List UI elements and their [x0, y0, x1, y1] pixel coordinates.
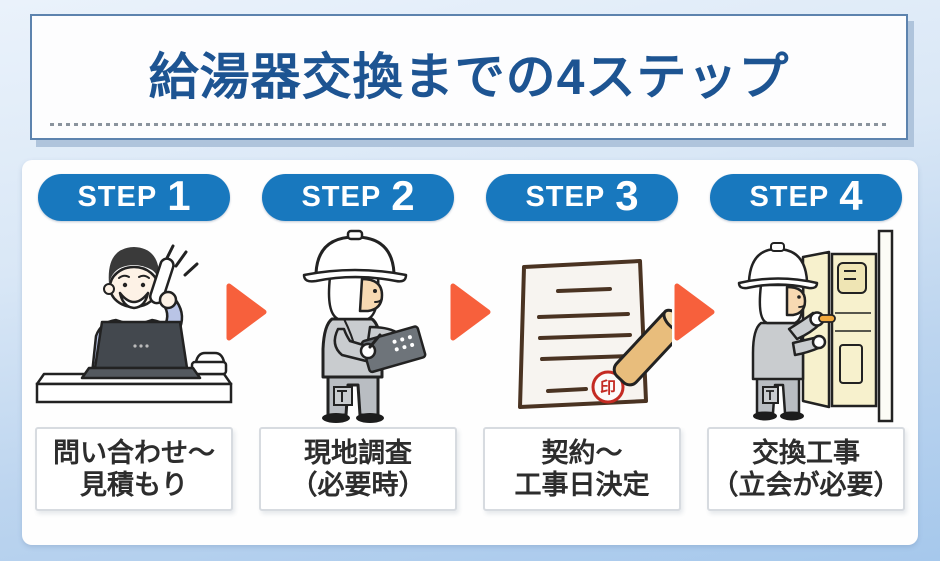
phone-inquiry-illustration [34, 227, 234, 423]
replacement-work-illustration [711, 227, 901, 423]
step-4-badge-number: 4 [839, 171, 863, 219]
step-4-label-line2: （立会が必要） [711, 470, 901, 500]
surveyor-worker-icon [302, 229, 427, 423]
arrow-2 [450, 174, 491, 545]
step-4-label-line1: 交換工事 [752, 437, 860, 468]
arrow-right-icon [674, 283, 715, 340]
step-2-label: 現地調査 （必要時） [259, 427, 457, 511]
dotted-divider [50, 123, 888, 126]
arrow-right-icon [450, 283, 491, 340]
step-1-label: 問い合わせ〜 見積もり [35, 427, 233, 511]
step-3-label: 契約〜 工事日決定 [483, 427, 681, 511]
site-survey-illustration [278, 227, 438, 423]
step-2-column: STEP 2 [259, 174, 457, 545]
step-3-badge-number: 3 [615, 171, 639, 219]
step-3-column: STEP 3 印 [483, 174, 681, 545]
step-3-badge-word: STEP [525, 181, 606, 213]
heater-installer-icon [737, 229, 894, 423]
page-title: 給湯器交換までの4ステップ [148, 48, 790, 105]
step-1-badge-number: 1 [167, 171, 191, 219]
step-2-label-line2: （必要時） [290, 470, 426, 500]
step-1-badge: STEP 1 [38, 174, 230, 221]
step-4-badge: STEP 4 [710, 174, 902, 221]
arrow-1 [226, 174, 267, 545]
contract-document-icon: 印 [518, 259, 672, 409]
step-1-label-line2: 見積もり [80, 470, 188, 500]
phone-operator-icon [35, 244, 233, 404]
step-3-badge: STEP 3 [486, 174, 678, 221]
step-2-badge: STEP 2 [262, 174, 454, 221]
step-2-label-line1: 現地調査 [304, 437, 412, 468]
step-1-label-line1: 問い合わせ〜 [53, 437, 215, 468]
contract-stamp-illustration: 印 [492, 227, 672, 423]
step-3-label-line2: 工事日決定 [514, 470, 650, 500]
seal-character: 印 [600, 379, 616, 397]
steps-panel: STEP 1 [22, 160, 918, 545]
step-3-label-line1: 契約〜 [541, 437, 623, 468]
step-4-badge-word: STEP [749, 181, 830, 213]
step-4-label: 交換工事 （立会が必要） [707, 427, 905, 511]
arrow-right-icon [226, 283, 267, 340]
step-1-badge-word: STEP [77, 181, 158, 213]
step-2-badge-number: 2 [391, 171, 415, 219]
arrow-3 [674, 174, 715, 545]
step-1-column: STEP 1 [35, 174, 233, 545]
header-box: 給湯器交換までの4ステップ [30, 14, 908, 140]
step-4-column: STEP 4 [707, 174, 905, 545]
step-2-badge-word: STEP [301, 181, 382, 213]
